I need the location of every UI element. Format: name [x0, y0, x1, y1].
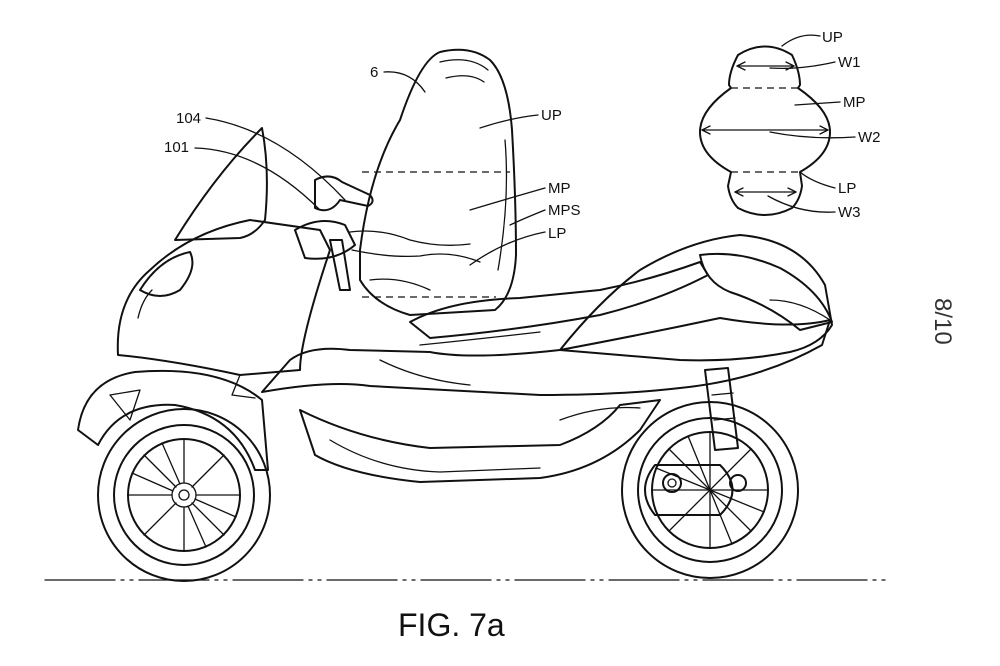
label-mp: MP [548, 180, 571, 197]
section-label-lp: LP [838, 180, 856, 197]
leader-lines [194, 34, 856, 266]
figure-caption: FIG. 7a [398, 607, 505, 643]
rear-wheel [621, 367, 799, 579]
section-label-mp: MP [843, 94, 866, 111]
scooter-body [77, 127, 833, 483]
airbag [349, 48, 517, 316]
label-6: 6 [370, 64, 378, 81]
sheet-number: 8/10 [929, 298, 956, 345]
section-label-w2: W2 [858, 129, 881, 146]
section-view [699, 45, 831, 216]
label-lp: LP [548, 225, 566, 242]
section-label-up: UP [822, 29, 843, 46]
label-up: UP [541, 107, 562, 124]
label-101: 101 [164, 139, 189, 156]
section-label-w3: W3 [838, 204, 861, 221]
label-mps: MPS [548, 202, 581, 219]
section-label-w1: W1 [838, 54, 861, 71]
front-wheel [97, 408, 271, 582]
label-104: 104 [176, 110, 201, 127]
